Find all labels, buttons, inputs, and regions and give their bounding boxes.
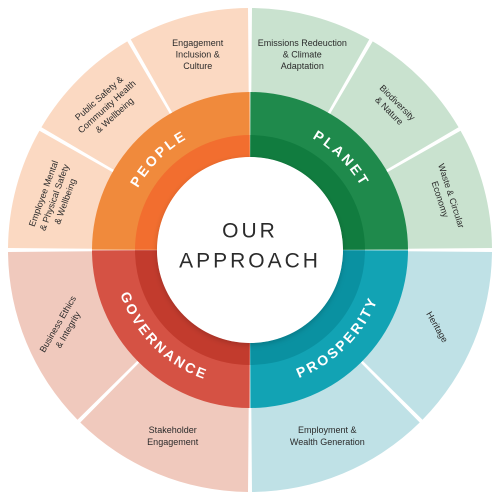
segment-label-line: & Climate bbox=[283, 49, 322, 59]
segment-label-line: Culture bbox=[183, 61, 212, 71]
segment-label-line: Inclusion & bbox=[176, 49, 220, 59]
outer-ring bbox=[8, 8, 492, 492]
pillar-inner-band-people bbox=[135, 135, 250, 250]
segment-label-line: Stakeholder bbox=[149, 425, 197, 435]
segment-label-line: Employment & bbox=[298, 425, 357, 435]
pillar-inner-band-prosperity bbox=[250, 250, 365, 365]
center-circle bbox=[157, 157, 343, 343]
segment-label-line: Adaptation bbox=[281, 61, 324, 71]
outer-segment-prosperity-1 bbox=[361, 251, 492, 420]
outer-segment-governance-2 bbox=[8, 251, 139, 420]
outer-segment-planet-1 bbox=[251, 8, 370, 115]
segment-label-line: Engagement bbox=[172, 38, 224, 48]
center-hub: OUR APPROACH bbox=[157, 157, 343, 343]
center-title-line2: APPROACH bbox=[179, 250, 321, 273]
center-title-line1: OUR bbox=[222, 220, 278, 243]
outer-segment-people-3 bbox=[130, 8, 249, 115]
outer-segment-planet-3 bbox=[385, 130, 492, 249]
pillar-inner-band-planet bbox=[250, 135, 365, 250]
outer-segment-governance-1 bbox=[80, 361, 249, 492]
segment-label-prosperity-2: Employment & Wealth Generation bbox=[290, 425, 365, 447]
segment-label-line: Wealth Generation bbox=[290, 437, 365, 447]
pillar-inner-band-governance bbox=[135, 250, 250, 365]
pillar-ring bbox=[92, 92, 408, 408]
outer-segment-prosperity-2 bbox=[251, 361, 420, 492]
segment-label-line: Emissions Redeuction bbox=[258, 38, 347, 48]
outer-segment-people-1 bbox=[8, 130, 115, 249]
segment-label-line: Engagement bbox=[147, 437, 199, 447]
